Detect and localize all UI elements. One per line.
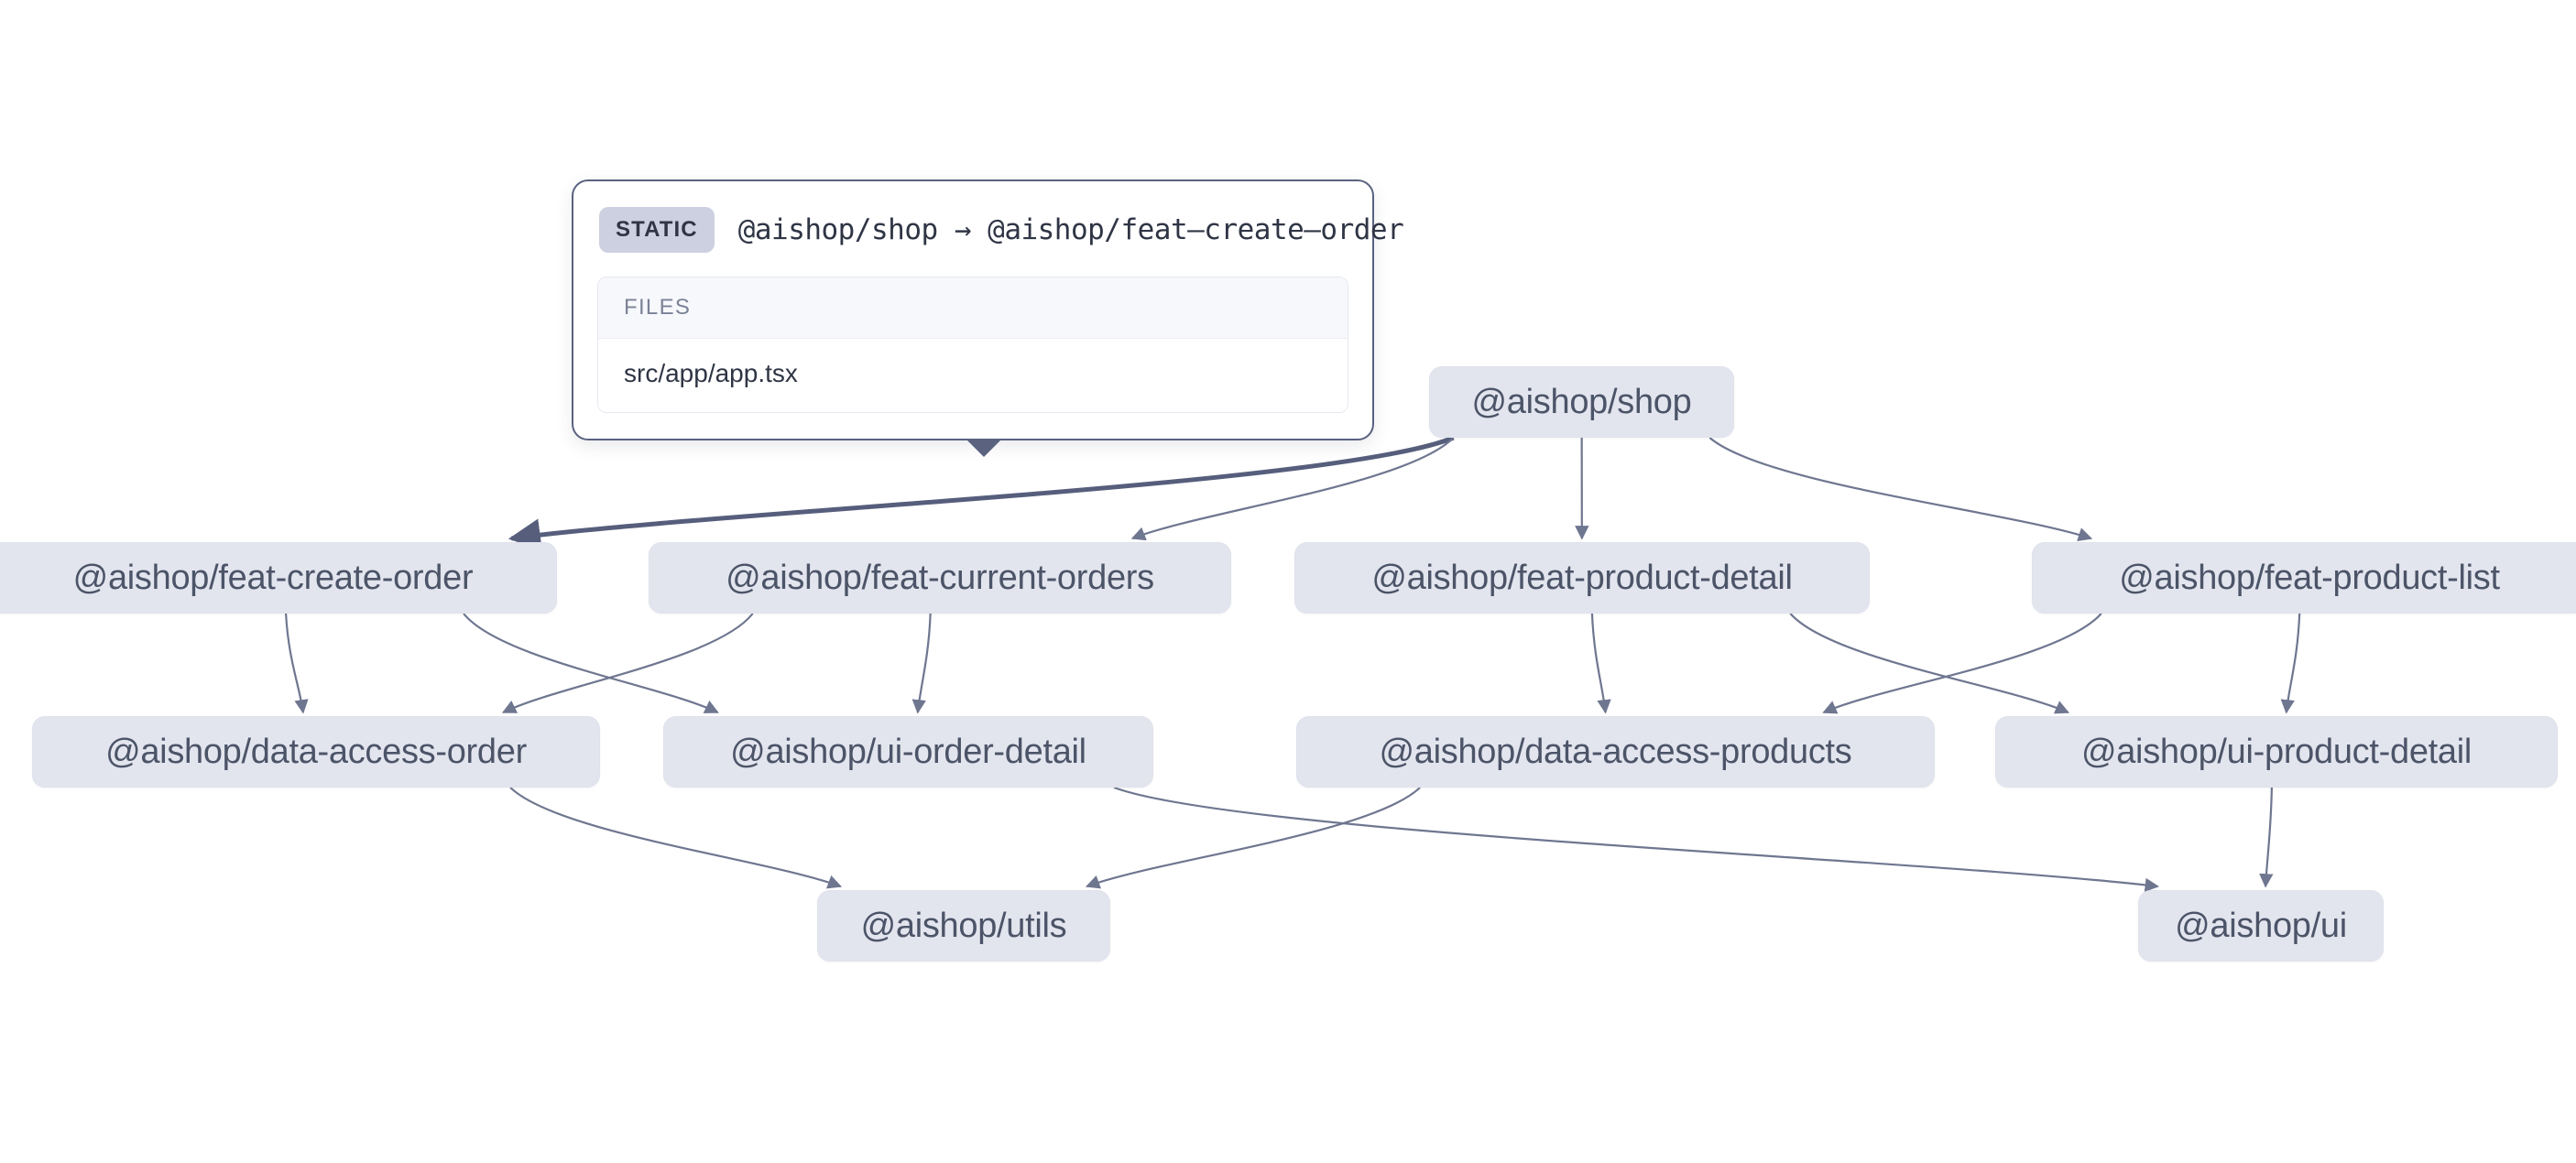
graph-node-feat-create-order[interactable]: @aishop/feat-create-order — [0, 542, 557, 614]
graph-edge-feat-create-order-to-ui-order-detail[interactable] — [463, 613, 719, 713]
graph-edge-feat-product-list-to-data-access-products[interactable] — [1822, 613, 2102, 714]
node-label: @aishop/ui-order-detail — [730, 733, 1086, 771]
graph-edge-feat-product-detail-to-data-access-products[interactable] — [1590, 613, 1611, 714]
node-label: @aishop/ui-product-detail — [2080, 733, 2472, 771]
graph-node-feat-product-list[interactable]: @aishop/feat-product-list — [2032, 542, 2576, 614]
graph-edge-feat-current-orders-to-ui-order-detail[interactable] — [911, 613, 932, 714]
graph-node-feat-current-orders[interactable]: @aishop/feat-current-orders — [649, 542, 1231, 614]
node-label: @aishop/feat-create-order — [72, 559, 474, 597]
files-panel: FILES src/app/app.tsx — [597, 277, 1348, 413]
graph-edge-feat-current-orders-to-data-access-order[interactable] — [501, 613, 754, 713]
node-label: @aishop/ui — [2175, 907, 2347, 945]
files-heading: FILES — [598, 277, 1348, 339]
node-label: @aishop/feat-current-orders — [726, 559, 1154, 597]
graph-node-utils[interactable]: @aishop/utils — [817, 890, 1110, 962]
graph-node-shop[interactable]: @aishop/shop — [1429, 366, 1734, 438]
edge-detail-tooltip[interactable]: STATIC @aishop/shop → @aishop/feat–creat… — [572, 179, 1404, 457]
tooltip-header: STATIC @aishop/shop → @aishop/feat–creat… — [597, 203, 1404, 253]
file-row[interactable]: src/app/app.tsx — [598, 339, 1348, 412]
node-label: @aishop/data-access-order — [105, 733, 527, 771]
graph-edge-shop-to-feat-product-list[interactable] — [1708, 437, 2093, 541]
graph-edge-ui-product-detail-to-ui[interactable] — [2259, 787, 2274, 888]
graph-edge-ui-order-detail-to-ui[interactable] — [1113, 786, 2159, 893]
graph-node-ui-order-detail[interactable]: @aishop/ui-order-detail — [663, 716, 1153, 788]
graph-node-feat-product-detail[interactable]: @aishop/feat-product-detail — [1294, 542, 1870, 614]
graph-edge-shop-to-feat-current-orders[interactable] — [1130, 437, 1455, 541]
node-label: @aishop/shop — [1471, 383, 1692, 421]
graph-node-ui[interactable]: @aishop/ui — [2138, 890, 2384, 962]
graph-node-data-access-products[interactable]: @aishop/data-access-products — [1296, 716, 1935, 788]
node-label: @aishop/data-access-products — [1379, 733, 1852, 771]
graph-edge-feat-product-list-to-ui-product-detail[interactable] — [2280, 613, 2301, 714]
graph-node-data-access-order[interactable]: @aishop/data-access-order — [32, 716, 600, 788]
graph-edge-feat-product-detail-to-ui-product-detail[interactable] — [1789, 613, 2070, 714]
edge-title: @aishop/shop → @aishop/feat–create–order — [737, 213, 1404, 246]
static-badge: STATIC — [599, 207, 715, 253]
graph-edge-data-access-order-to-utils[interactable] — [509, 787, 843, 889]
files-list: src/app/app.tsx — [598, 339, 1348, 412]
tooltip-pointer-triangle — [966, 439, 1002, 457]
graph-edge-feat-create-order-to-data-access-order[interactable] — [285, 613, 309, 714]
graph-node-ui-product-detail[interactable]: @aishop/ui-product-detail — [1995, 716, 2558, 788]
node-label: @aishop/feat-product-detail — [1371, 559, 1793, 597]
node-label: @aishop/utils — [860, 907, 1067, 945]
graph-edge-data-access-products-to-utils[interactable] — [1085, 787, 1421, 889]
node-label: @aishop/feat-product-list — [2119, 559, 2500, 597]
